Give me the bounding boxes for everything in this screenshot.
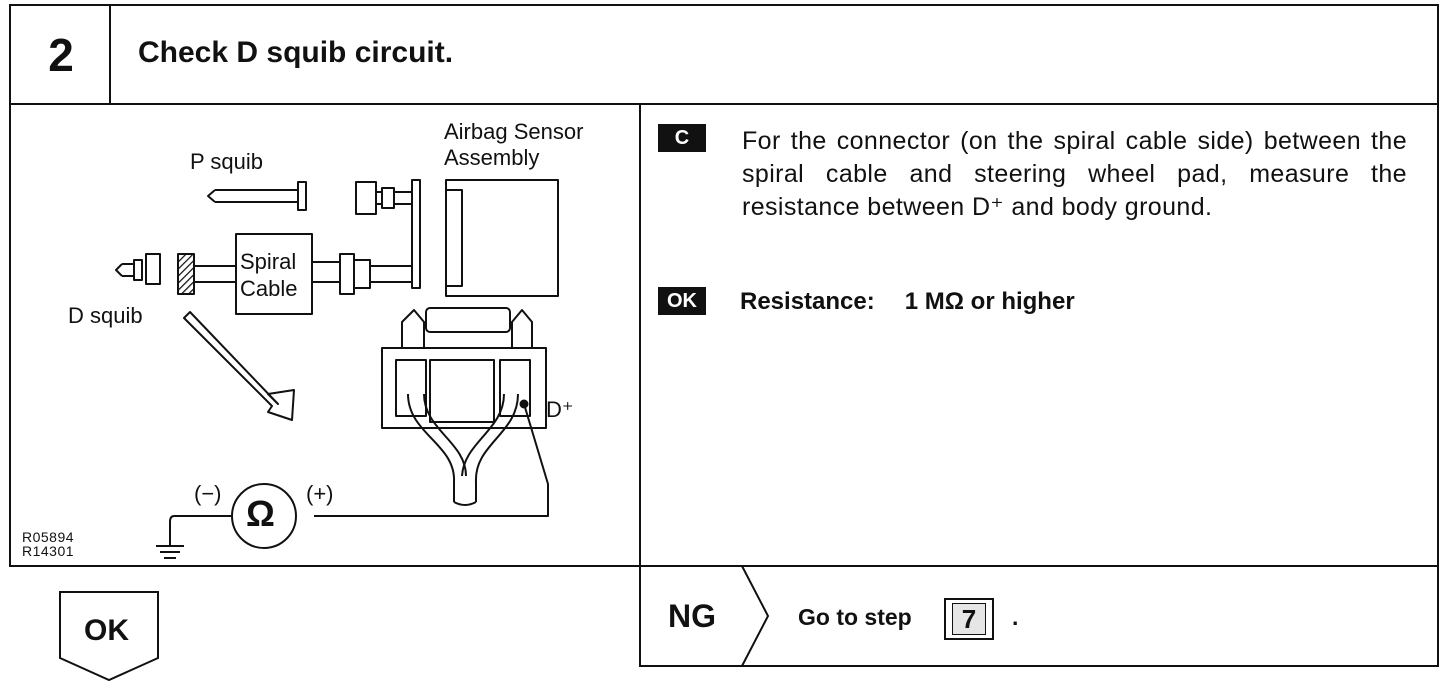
minus-label: (−): [194, 481, 222, 506]
ref-code-1: R05894: [22, 529, 75, 545]
step-reference-box: 7: [944, 598, 994, 640]
go-to-period: .: [1012, 604, 1019, 630]
circuit-diagram: [115, 179, 559, 559]
ok-badge: OK: [658, 287, 706, 315]
instruction-text: For the connector (on the spiral cable s…: [742, 127, 1407, 221]
plus-label: (+): [306, 481, 334, 506]
step-reference-number: 7: [952, 603, 986, 635]
d-plus-label: D⁺: [546, 397, 574, 422]
d-squib-label: D squib: [68, 303, 143, 328]
ref-code-2: R14301: [22, 543, 75, 559]
ohmmeter-icon: Ω: [246, 493, 275, 534]
step-title: Check D squib circuit.: [138, 36, 454, 69]
p-squib-label: P squib: [190, 149, 263, 174]
go-to-step-text: Go to step: [798, 604, 912, 630]
resistance-label: Resistance:: [740, 288, 875, 315]
check-badge: C: [658, 124, 706, 152]
resistance-spec: Resistance: 1 MΩ or higher: [740, 288, 1075, 316]
ng-result-label: NG: [668, 598, 716, 634]
airbag-sensor-label-2: Assembly: [444, 145, 540, 170]
resistance-value: 1 MΩ or higher: [904, 288, 1075, 315]
airbag-sensor-label: Airbag Sensor: [444, 119, 584, 144]
step-number: 2: [48, 29, 74, 81]
spiral-cable-label-2: Cable: [240, 276, 298, 301]
spiral-cable-label: Spiral: [240, 249, 297, 274]
ok-result-label: OK: [84, 614, 129, 647]
